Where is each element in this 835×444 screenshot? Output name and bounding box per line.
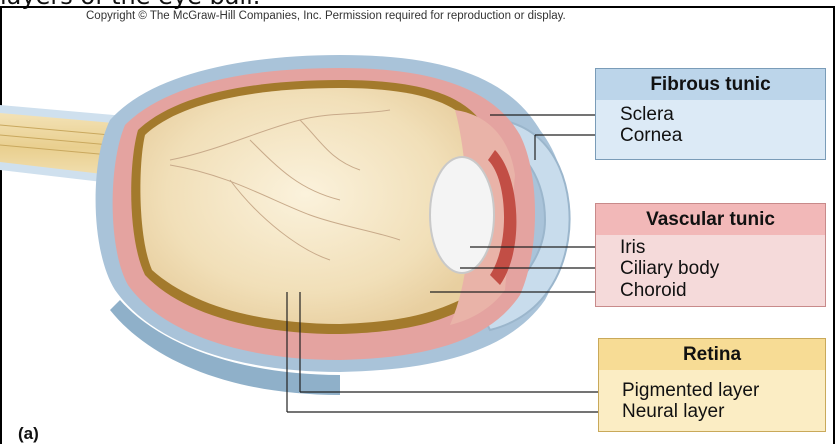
vitreous-body-shape [140,88,470,324]
retina-title: Retina [599,339,825,370]
label-pigmented-layer: Pigmented layer [622,380,759,402]
lens-shape [430,157,494,273]
label-sclera: Sclera [620,104,674,126]
label-ciliary-body: Ciliary body [620,258,719,280]
label-cornea: Cornea [620,125,682,147]
fibrous-tunic-title: Fibrous tunic [596,69,825,100]
label-choroid: Choroid [620,280,687,302]
label-iris: Iris [620,237,645,259]
vascular-tunic-title: Vascular tunic [596,204,825,235]
figure-label: (a) [18,424,39,444]
label-neural-layer: Neural layer [622,401,724,423]
